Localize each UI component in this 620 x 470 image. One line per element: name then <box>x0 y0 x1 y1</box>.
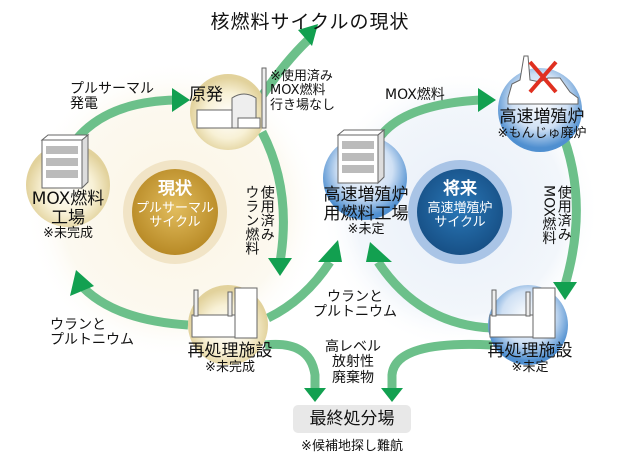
flow-mox-fuel: MOX燃料 <box>385 87 445 103</box>
arrowhead <box>304 388 326 402</box>
flow-u-pu-left-2: プルトニウム <box>50 332 134 349</box>
factory-building-icon <box>336 128 386 185</box>
current-cycle-name: プルサーマル <box>135 200 214 216</box>
future-cycle-heading: 将来 <box>443 179 477 199</box>
flow-u-pu-center-2: プルトニウム <box>313 304 397 321</box>
node-reprocessing-future: 再処理施設 ※未定 <box>460 342 600 375</box>
future-cycle-label: 将来 高速増殖炉 サイクル <box>410 180 510 230</box>
flow-u-pu-center: ウランと プルトニウム <box>305 289 405 321</box>
node-reprocessing-current-label: 再処理施設 <box>187 341 273 361</box>
node-reprocessing-future-label: 再処理施設 <box>487 341 573 361</box>
arrow-u-pu-to-fbr-fuel <box>265 259 334 323</box>
arrow-u-pu-left <box>74 279 189 330</box>
cross-mark-icon <box>528 60 558 94</box>
flow-spent-uranium-1: 使用済み <box>258 185 275 241</box>
flow-spent-uranium: 使用済み ウラン燃料 <box>243 185 274 255</box>
node-reprocessing-current-note: ※未完成 <box>205 359 255 375</box>
arrowhead <box>318 240 342 262</box>
flow-spent-mox-2: MOX燃料 <box>540 185 557 245</box>
flow-hlw-2: 放射性 <box>332 354 374 371</box>
arrowhead <box>172 88 190 112</box>
factory-building-icon <box>40 133 90 190</box>
final-disposal-box <box>293 405 411 433</box>
node-fbr-label: 高速増殖炉 <box>499 107 585 127</box>
current-cycle-disc <box>132 169 218 255</box>
nuclear-plant-icon <box>196 67 267 129</box>
arrowhead <box>268 258 292 276</box>
node-fbr-fuel-factory: 高速増殖炉 用燃料工場 ※未定 <box>300 186 432 238</box>
flow-pluthermal-power-1: プルサーマル <box>70 81 154 97</box>
flow-hlw: 高レベル 放射性 廃棄物 <box>322 339 384 386</box>
arrowhead <box>70 270 94 296</box>
node-final-disposal: 最終処分場 <box>293 410 411 429</box>
flow-pluthermal-power-2: 発電 <box>70 96 98 113</box>
node-final-disposal-note: ※候補地探し難航 <box>301 439 403 454</box>
flow-u-pu-center-1: ウランと <box>327 289 383 305</box>
node-mox-factory-label: MOX燃料 <box>31 189 105 209</box>
node-reprocessing-future-note: ※未定 <box>511 359 549 375</box>
future-cycle-name-2: サイクル <box>434 214 486 230</box>
page-title: 核燃料サイクルの現状 <box>210 11 410 33</box>
node-genpatsu-label: 原発 <box>189 85 223 105</box>
reprocessing-plant-icon <box>191 287 258 339</box>
future-cycle-name: 高速増殖炉 <box>427 200 493 216</box>
flow-hlw-1: 高レベル <box>325 339 381 355</box>
flow-spent-mox-1: 使用済み <box>555 185 572 241</box>
arrowhead <box>366 242 392 262</box>
node-fbr-fuel-label: 高速増殖炉 <box>323 185 409 205</box>
current-cycle-label: 現状 プルサーマル サイクル <box>125 180 225 230</box>
node-fbr-fuel-label-2: 用燃料工場 <box>323 203 409 224</box>
flow-spent-mox-note-2: MOX燃料 <box>270 83 326 99</box>
node-fbr-fuel-note: ※未定 <box>347 222 385 238</box>
node-mox-factory-label-2: 工場 <box>51 207 85 228</box>
current-cycle-heading: 現状 <box>158 179 192 199</box>
future-cycle-disc <box>417 169 503 255</box>
node-mox-factory: MOX燃料 工場 ※未完成 <box>8 190 128 242</box>
current-cycle-name-2: サイクル <box>149 214 201 230</box>
arrowhead <box>381 388 403 402</box>
node-fbr-note: ※もんじゅ廃炉 <box>497 125 587 141</box>
flow-u-pu-left-1: ウランと <box>50 317 106 333</box>
arrowhead <box>553 282 577 300</box>
flow-spent-mox-note: ※使用済み MOX燃料 行き場なし <box>270 69 336 113</box>
arrow-spent-uranium <box>258 129 288 263</box>
arrow-u-pu-future <box>374 259 493 333</box>
flow-spent-uranium-2: ウラン燃料 <box>243 185 260 255</box>
reprocessing-plant-icon <box>489 287 556 339</box>
flow-spent-mox-note-1: ※使用済み <box>270 69 333 84</box>
flow-pluthermal-power: プルサーマル 発電 <box>70 81 154 113</box>
arrow-hlw-left <box>264 339 320 388</box>
arrow-spent-mox <box>555 126 581 287</box>
node-fbr: 高速増殖炉 ※もんじゅ廃炉 <box>482 108 602 141</box>
flow-hlw-3: 廃棄物 <box>332 369 374 386</box>
flow-u-pu-left: ウランと プルトニウム <box>50 317 134 349</box>
node-reprocessing-current: 再処理施設 ※未完成 <box>160 342 300 375</box>
flow-spent-mox-note-3: 行き場なし <box>270 97 336 113</box>
flow-spent-mox: 使用済み MOX燃料 <box>540 185 571 245</box>
node-final-disposal-label: 最終処分場 <box>309 409 395 429</box>
arrowhead <box>478 88 496 112</box>
node-mox-factory-note: ※未完成 <box>43 226 93 242</box>
arrow-hlw-right <box>387 339 493 388</box>
arrowhead <box>298 24 318 46</box>
